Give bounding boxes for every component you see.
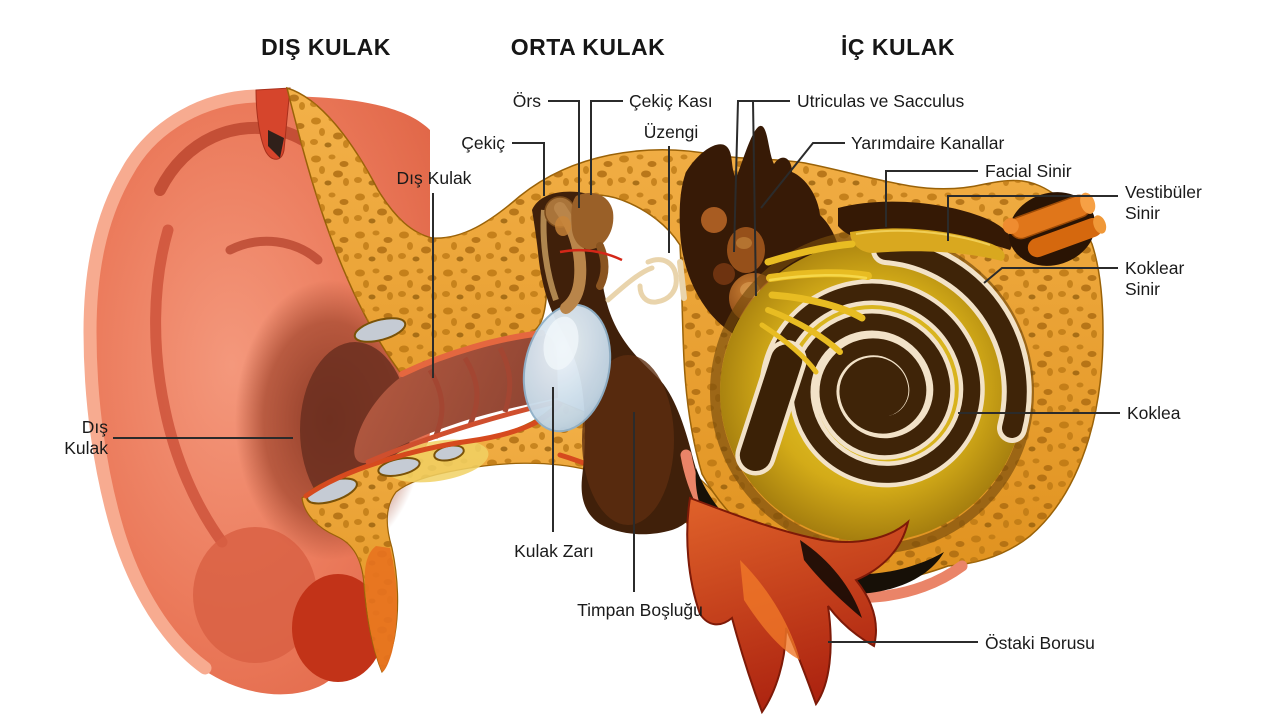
earlobe-deep-red [292, 574, 384, 682]
label-dis-kulak-orta: Dış Kulak [397, 168, 472, 188]
label-cekic-kasi: Çekiç Kası [629, 91, 713, 111]
facial-nerve-region [838, 201, 1012, 261]
label-facial-sinir: Facial Sinir [985, 161, 1072, 181]
leader-line-cekic-kasi [590, 100, 623, 195]
canal-ridge [462, 356, 480, 426]
internal-auditory-canal [1002, 192, 1107, 266]
stapes [637, 257, 679, 305]
antihelix-fold [150, 224, 228, 548]
label-utriculas: Utriculas ve Sacculus [797, 91, 965, 111]
tympanic-cavity [532, 191, 700, 535]
leader-line-utriculas [752, 100, 757, 297]
cavity-inner-glow [582, 355, 674, 525]
label-cekic: Çekiç [461, 133, 505, 153]
bone-spur [364, 546, 398, 672]
ossicles [544, 192, 687, 314]
label-koklea: Koklea [1127, 403, 1181, 423]
label-timpan-boslugu: Timpan Boşluğu [577, 600, 703, 620]
earlobe-shade [193, 527, 317, 663]
stapes-footplate [677, 259, 687, 301]
helix-rim-highlight [83, 89, 275, 675]
incus [571, 192, 614, 250]
air-cell-pocket [353, 317, 407, 343]
canal-lining-top [399, 330, 545, 377]
cochlea-outer-duct [876, 240, 1027, 438]
label-ors: Örs [513, 91, 541, 111]
ear-canal [354, 330, 559, 465]
leader-line-ors [548, 100, 580, 208]
ampulla [701, 207, 727, 233]
vestibular-canal [735, 339, 807, 476]
facial-nerve-highlight [855, 229, 991, 246]
label-kulak-zari: Kulak Zarı [514, 541, 594, 561]
eustachian-tube [686, 496, 910, 715]
label-ostaki-borusu: Östaki Borusu [985, 633, 1095, 653]
eardrum [522, 303, 612, 433]
cochlea [710, 230, 1034, 554]
leader-line-facial-sinir [885, 170, 978, 227]
section-header-ic-kulak: İÇ KULAK [841, 34, 955, 60]
leader-line-utriculas [733, 100, 790, 253]
scalp-tissue-strip [255, 87, 291, 160]
cavity-wall-highlight [540, 209, 559, 302]
canal-ridge [497, 346, 513, 413]
label-yarimdaire: Yarımdaire Kanallar [851, 133, 1005, 153]
eustachian-dark-streak [800, 540, 862, 618]
leader-line-vestibuler-sinir [947, 195, 1118, 241]
eustachian-highlight [740, 560, 800, 660]
vestibular-nerve-fan [759, 240, 872, 375]
section-header-orta-kulak: ORTA KULAK [511, 34, 665, 60]
leader-line-yarimdaire [760, 142, 845, 209]
facial-nerve [850, 228, 1005, 261]
section-header-dis-kulak: DIŞ KULAK [261, 34, 391, 60]
utricle [727, 227, 765, 273]
nerve-tube [1027, 218, 1103, 258]
annotations-layer: DIŞ KULAK ORTA KULAK İÇ KULAK Örs Çekiç Kası… [64, 34, 1202, 653]
leader-line-koklear-sinir [983, 267, 1118, 284]
stapedius-tendon [605, 265, 655, 303]
incus-crus [596, 242, 609, 290]
leader-line-cekic [512, 142, 545, 196]
label-uzengi: Üzengi [644, 122, 698, 142]
chorda-tympani [559, 248, 623, 262]
cochlea-spiral-channel [763, 283, 981, 483]
